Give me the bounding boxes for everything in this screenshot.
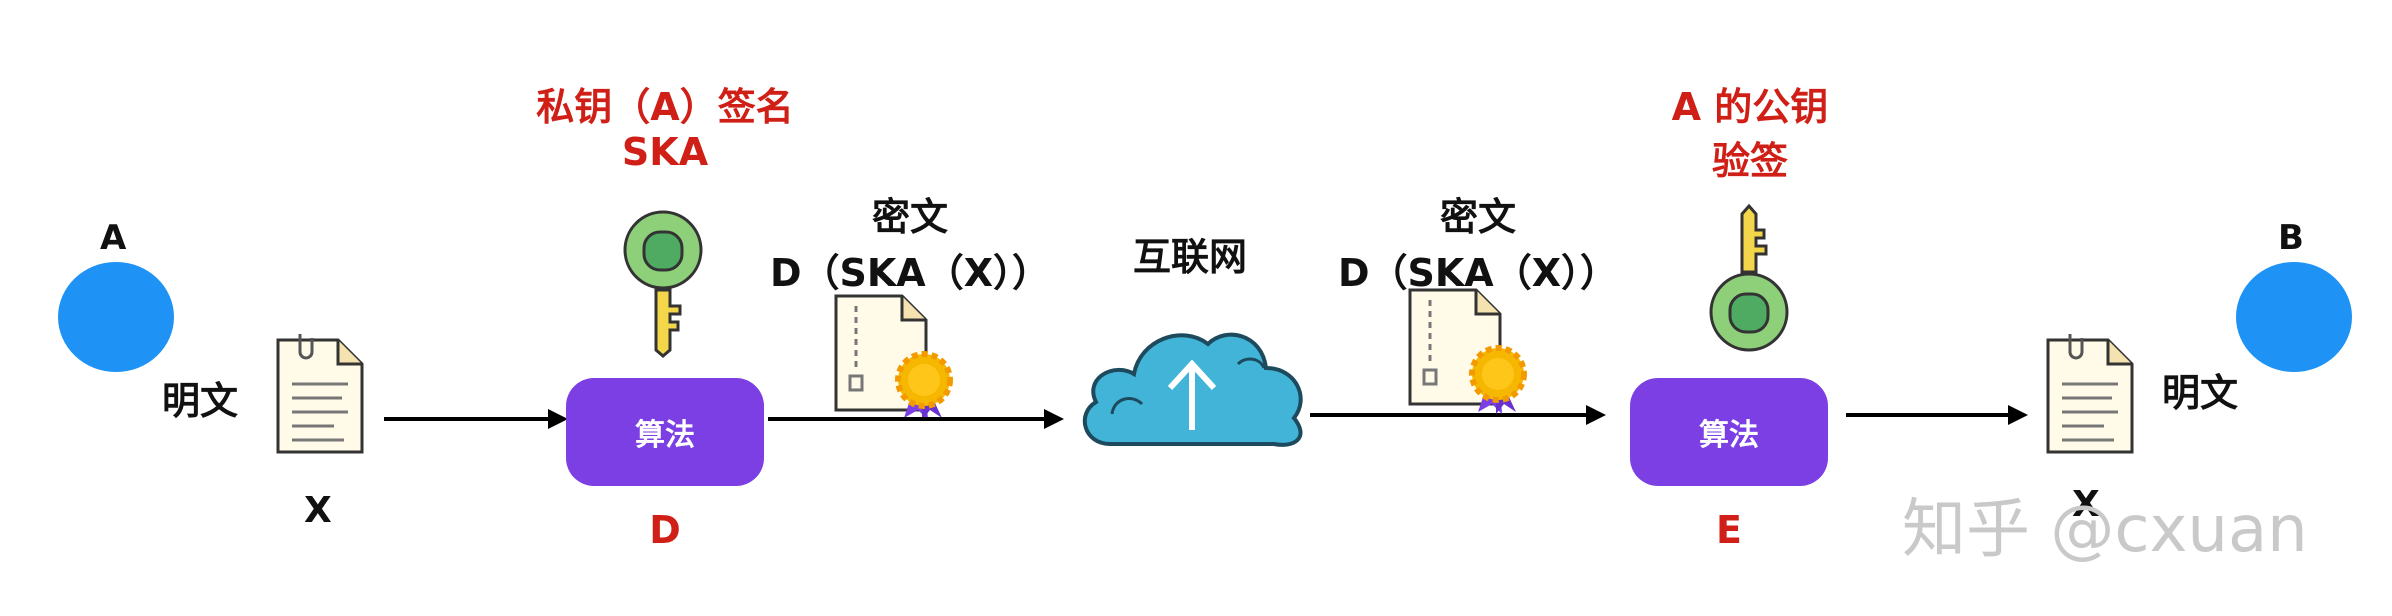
receiver-node — [2236, 262, 2352, 372]
cipher-left-formula: D（SKA（X）） — [769, 251, 1051, 295]
receiver-plaintext-label: 明文 — [2162, 371, 2239, 415]
sender-plaintext-label: 明文 — [162, 379, 239, 423]
arrow-to-sign-algo — [384, 409, 568, 429]
receiver-label: B — [2278, 218, 2304, 258]
verify-step-title: A 的公钥 — [1671, 85, 1829, 129]
public-key-icon — [1709, 203, 1789, 352]
arrow-to-network — [768, 409, 1064, 429]
verify-step-subtitle: 验签 — [1711, 139, 1788, 183]
signed-document-icon-right — [1408, 288, 1527, 414]
private-key-icon — [623, 210, 703, 358]
cipher-left-title: 密文 — [871, 195, 948, 239]
sign-algo-box: 算法 — [566, 378, 764, 486]
sender-x-label: X — [304, 490, 332, 531]
cloud-upload-icon — [1082, 332, 1303, 447]
signed-document-icon-left — [834, 294, 953, 420]
sign-key-name: SKA — [621, 130, 709, 174]
plaintext-document-icon — [276, 334, 364, 454]
cipher-right-title: 密文 — [1439, 195, 1516, 239]
arrow-to-verify-algo — [1310, 405, 1606, 425]
network-label: 互联网 — [1132, 235, 1247, 279]
watermark: 知乎 @cxuan — [1902, 493, 2308, 567]
sender-node — [58, 262, 174, 372]
recovered-plaintext-document-icon — [2046, 334, 2134, 454]
cipher-right-formula: D（SKA（X）） — [1337, 251, 1619, 295]
verify-algo-id: E — [1716, 508, 1742, 552]
sign-algo-id: D — [649, 508, 681, 552]
arrow-to-receiver-doc — [1846, 405, 2028, 425]
verify-algo-box: 算法 — [1630, 378, 1828, 486]
receiver-x-label: X — [2072, 484, 2100, 525]
sign-step-title: 私钥（A）签名 — [536, 85, 794, 129]
sender-label: A — [100, 218, 127, 258]
